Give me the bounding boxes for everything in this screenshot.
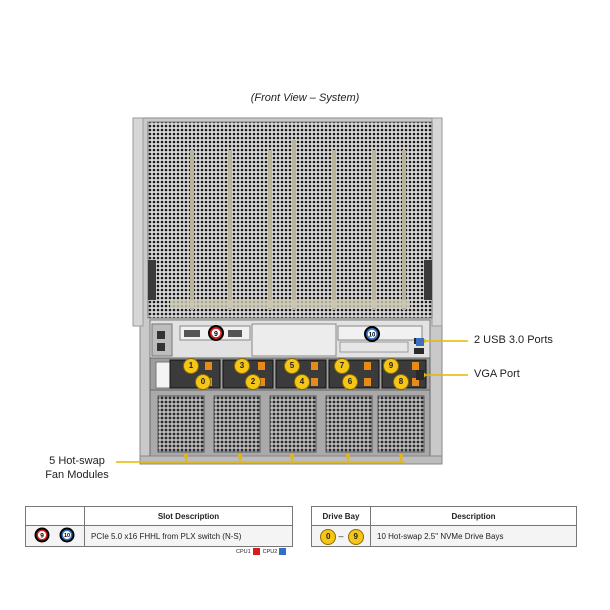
cpu2-legend-label: CPU2 bbox=[262, 548, 278, 555]
pcie-slot-label: 10 bbox=[369, 333, 376, 339]
drive-bay-badge: 4 bbox=[294, 374, 310, 390]
fan-module bbox=[157, 395, 205, 453]
drive-bay-badge: 0 bbox=[195, 374, 211, 390]
drive-range-start: 0 bbox=[320, 529, 337, 545]
fan-callout-label: 5 Hot-swap Fan Modules bbox=[40, 454, 114, 482]
pcie-slot-badge-10: 10 bbox=[364, 326, 380, 342]
drive-bay-badge: 5 bbox=[284, 358, 300, 374]
fan-module bbox=[325, 395, 373, 453]
slot-badge-label: 9 bbox=[40, 533, 44, 540]
fan-callout-line1: 5 Hot-swap bbox=[49, 455, 105, 467]
drive-bay-badge: 6 bbox=[342, 374, 358, 390]
pcie-slot-badge-9: 9 bbox=[208, 325, 224, 341]
drive-table-header-right: Description bbox=[370, 506, 577, 526]
fan-modules bbox=[149, 389, 431, 457]
drive-range-dash: – bbox=[338, 531, 344, 541]
drive-bay-badge: 9 bbox=[383, 358, 399, 374]
view-title: (Front View – System) bbox=[250, 92, 360, 104]
drive-bay-badge: 1 bbox=[183, 358, 199, 374]
fan-module bbox=[377, 395, 425, 453]
fan-module bbox=[213, 395, 261, 453]
cpu1-color-swatch bbox=[252, 548, 260, 555]
drive-table-header-left: Drive Bay bbox=[311, 506, 371, 526]
drive-description: 10 Hot-swap 2.5" NVMe Drive Bays bbox=[370, 525, 577, 547]
fan-module bbox=[269, 395, 317, 453]
drive-range-end: 9 bbox=[347, 529, 364, 545]
cpu1-legend-label: CPU1 bbox=[236, 548, 251, 555]
top-perforated-grille bbox=[147, 121, 433, 319]
slot-table-header: Slot Description bbox=[84, 506, 293, 526]
fan-callout-line2: Fan Modules bbox=[45, 469, 109, 481]
slot-description-table: Slot Description 9 10 PCIe 5.0 x16 FHHL … bbox=[25, 506, 293, 547]
slot-badges: 9 10 bbox=[34, 527, 75, 543]
drive-bay-badge: 7 bbox=[334, 358, 350, 374]
drive-bay-badge: 2 bbox=[245, 374, 261, 390]
vga-callout-label: VGA Port bbox=[474, 368, 520, 380]
usb-ports bbox=[416, 338, 424, 346]
cpu-legend: CPU1 CPU2 bbox=[236, 548, 289, 555]
pcie-slot-label: 9 bbox=[214, 331, 218, 338]
usb-callout-label: 2 USB 3.0 Ports bbox=[474, 334, 553, 346]
slot-badge-label: 10 bbox=[64, 533, 70, 539]
io-panel bbox=[149, 319, 431, 359]
cpu2-color-swatch bbox=[279, 548, 287, 555]
vga-port bbox=[416, 370, 424, 380]
slot-description: PCIe 5.0 x16 FHHL from PLX switch (N-S) bbox=[84, 525, 293, 547]
drive-bay-table: Drive Bay Description 0 – 9 10 Hot-swap … bbox=[311, 506, 577, 547]
drive-bay-badge: 3 bbox=[234, 358, 250, 374]
callout-lines bbox=[116, 340, 468, 463]
drive-bay-badge: 8 bbox=[393, 374, 409, 390]
